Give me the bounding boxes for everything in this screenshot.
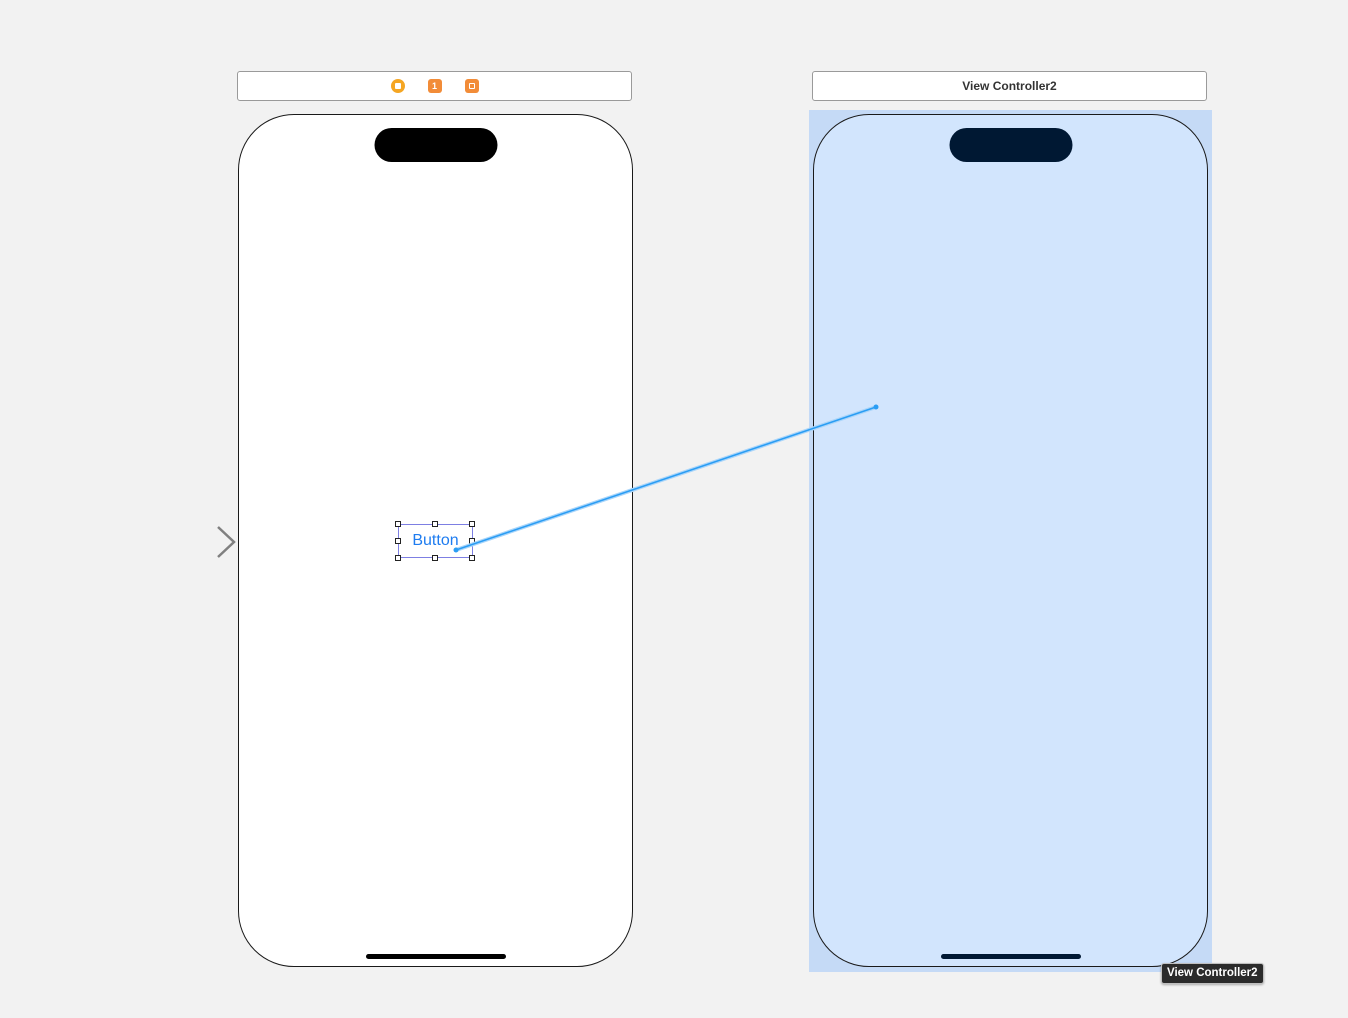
resize-handle-left[interactable] <box>395 538 401 544</box>
dynamic-island <box>374 128 497 162</box>
drop-target-tooltip: View Controller2 <box>1161 963 1264 984</box>
dynamic-island <box>949 128 1072 162</box>
first-responder-icon[interactable]: 1 <box>427 79 442 93</box>
resize-handle-right[interactable] <box>469 538 475 544</box>
selected-button-frame[interactable]: Button <box>398 524 473 558</box>
resize-handle-bottom[interactable] <box>432 555 438 561</box>
view-controller-icon[interactable] <box>390 79 405 93</box>
scene-dock-view-controller2[interactable]: View Controller2 <box>812 71 1207 101</box>
exit-icon[interactable] <box>464 79 479 93</box>
scene-dock-icons: 1 <box>390 79 479 93</box>
scene-dock-view-controller[interactable]: 1 <box>237 71 632 101</box>
resize-handle-bottom-left[interactable] <box>395 555 401 561</box>
home-indicator <box>365 954 506 959</box>
button[interactable]: Button <box>412 532 459 549</box>
initial-view-controller-arrow[interactable] <box>138 525 238 559</box>
home-indicator <box>940 954 1081 959</box>
scene-title: View Controller2 <box>962 79 1057 93</box>
resize-handle-bottom-right[interactable] <box>469 555 475 561</box>
resize-handle-top[interactable] <box>432 521 438 527</box>
view-controller2-canvas[interactable] <box>813 114 1208 967</box>
resize-handle-top-right[interactable] <box>469 521 475 527</box>
resize-handle-top-left[interactable] <box>395 521 401 527</box>
